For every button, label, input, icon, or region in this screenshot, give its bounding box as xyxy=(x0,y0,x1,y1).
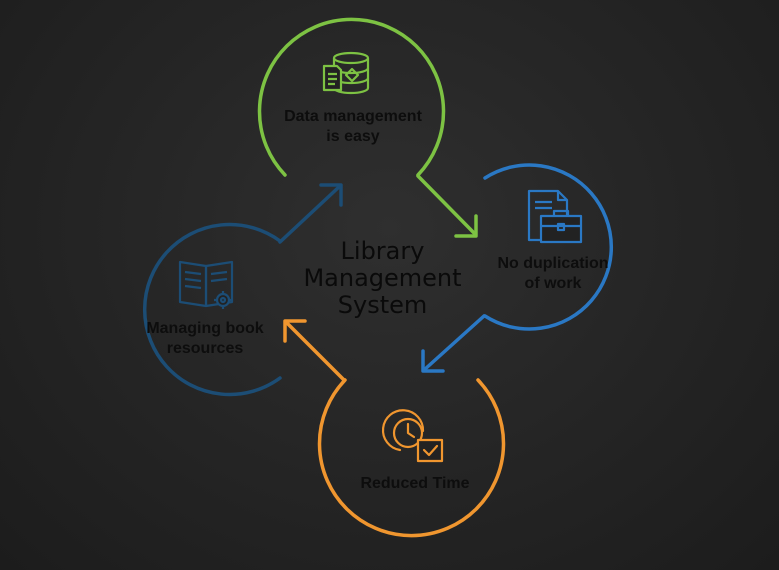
green-arrowhead xyxy=(454,214,478,238)
blue-arc xyxy=(483,163,613,331)
orange-arc xyxy=(317,378,506,538)
center-title-line: Management xyxy=(303,264,462,292)
label-line: No duplication xyxy=(497,255,609,272)
database-document-icon xyxy=(322,51,370,95)
node-data-management xyxy=(257,17,478,238)
open-book-gear-icon xyxy=(178,260,234,309)
node-managing-books xyxy=(143,183,343,397)
center-title-line: System xyxy=(337,291,428,319)
node-no-duplication xyxy=(421,163,613,373)
clock-checkmark-icon xyxy=(381,409,444,463)
data-management-label: Data management is easy xyxy=(258,107,448,147)
label-line: resources xyxy=(166,340,244,357)
darkblue-arrow-line xyxy=(278,184,342,244)
blue-arrow-line xyxy=(422,314,486,372)
document-briefcase-icon xyxy=(527,189,583,244)
reduced-time-label: Reduced Time xyxy=(340,474,490,494)
label-line: Data management xyxy=(284,108,422,125)
green-arc xyxy=(257,17,446,177)
blue-arrowhead xyxy=(421,349,445,373)
managing-books-label: Managing book resources xyxy=(130,319,280,359)
label-line: is easy xyxy=(326,128,380,145)
orange-arrow-line xyxy=(284,320,346,382)
node-reduced-time xyxy=(283,319,506,538)
darkblue-arc xyxy=(143,222,282,397)
center-title: Library Management System xyxy=(290,238,475,319)
darkblue-arrowhead xyxy=(319,183,343,207)
label-line: Reduced Time xyxy=(360,475,470,492)
no-duplication-label: No duplication of work xyxy=(478,254,628,294)
center-title-line: Library xyxy=(340,237,425,265)
green-arrow-line xyxy=(416,174,477,236)
label-line: of work xyxy=(524,275,582,292)
orange-arrowhead xyxy=(283,319,307,343)
label-line: Managing book xyxy=(146,320,264,337)
